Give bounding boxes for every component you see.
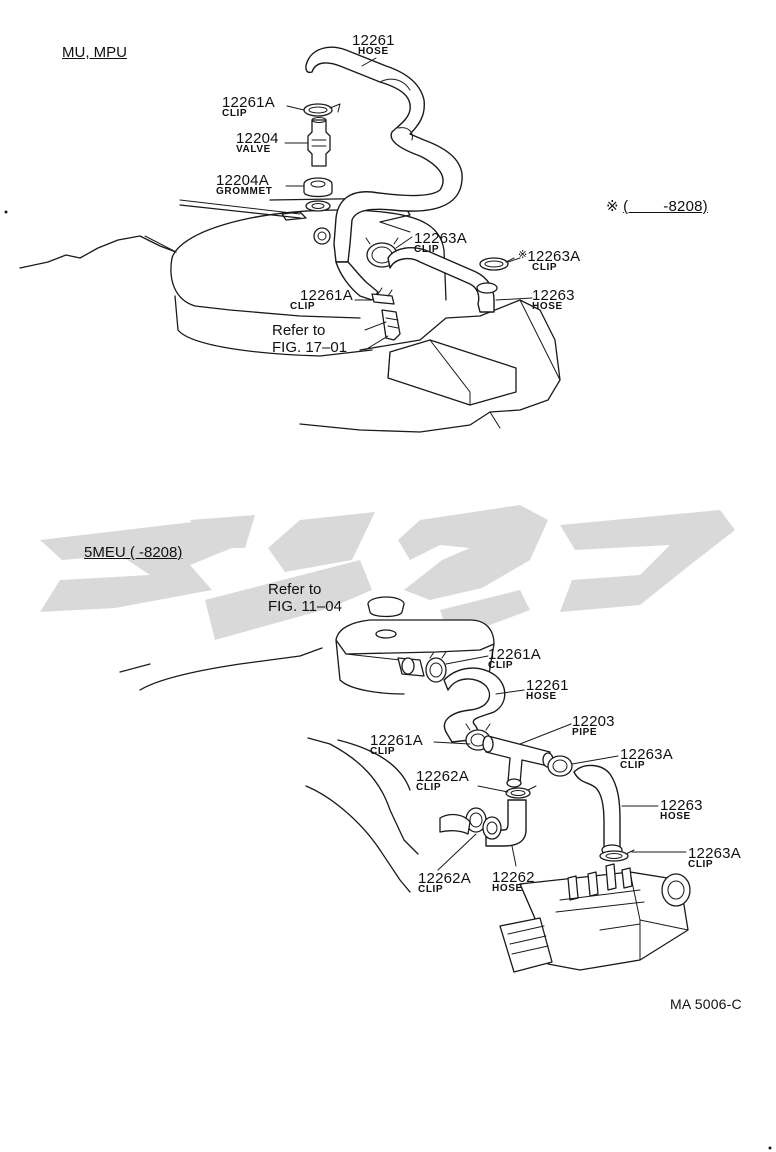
callout-bottom-hose-12263: 12263 HOSE <box>660 797 703 822</box>
callout-top-clip-12261a: 12261A CLIP <box>222 94 275 119</box>
callout-top-figure-ref: Refer to FIG. 17–01 <box>272 322 348 356</box>
section-title-top: MU, MPU <box>62 44 127 61</box>
callout-top-hose-12263: 12263 HOSE <box>532 287 575 312</box>
callout-top-clip-12261a-lower: 12261A CLIP <box>290 287 353 312</box>
callout-bottom-clip-12263a-lower: 12263A CLIP <box>688 845 741 870</box>
callout-bottom-hose-12261: 12261 HOSE <box>526 677 569 702</box>
callout-top-hose-12261: 12261 HOSE <box>352 32 395 57</box>
note-mark: ※ <box>606 198 619 215</box>
callout-bottom-clip-12261a: 12261A CLIP <box>488 646 541 671</box>
callout-top-clip-12263a-note: ※12263A CLIP <box>518 248 581 273</box>
callout-bottom-pipe-12203: 12203 PIPE <box>572 713 615 738</box>
callout-bottom-clip-12261a-pipe: 12261A CLIP <box>370 732 423 757</box>
note-range-text: ( -8208) <box>623 198 708 215</box>
top-assembly <box>19 46 561 433</box>
callout-bottom-figure-ref: Refer to FIG. 11–04 <box>268 581 342 615</box>
bottom-assembly <box>119 596 691 973</box>
section-title-bottom: 5MEU ( -8208) <box>84 544 183 561</box>
callout-bottom-clip-12263a: 12263A CLIP <box>620 746 673 771</box>
callout-bottom-hose-12262: 12262 HOSE <box>492 869 535 894</box>
watermark-logo <box>40 505 735 640</box>
drawing-code: MA 5006-C <box>670 996 742 1012</box>
callout-bottom-clip-12262a: 12262A CLIP <box>416 768 469 793</box>
callout-bottom-clip-12262a-lower: 12262A CLIP <box>418 870 471 895</box>
stray-mark <box>4 210 8 214</box>
callout-top-grommet-12204a: 12204A GROMMET <box>216 172 273 197</box>
stray-mark <box>768 1146 772 1150</box>
callout-top-valve-12204: 12204 VALVE <box>236 130 279 155</box>
callout-top-clip-12263a: 12263A CLIP <box>414 230 467 255</box>
note-range: ※ ( -8208) <box>606 197 708 215</box>
